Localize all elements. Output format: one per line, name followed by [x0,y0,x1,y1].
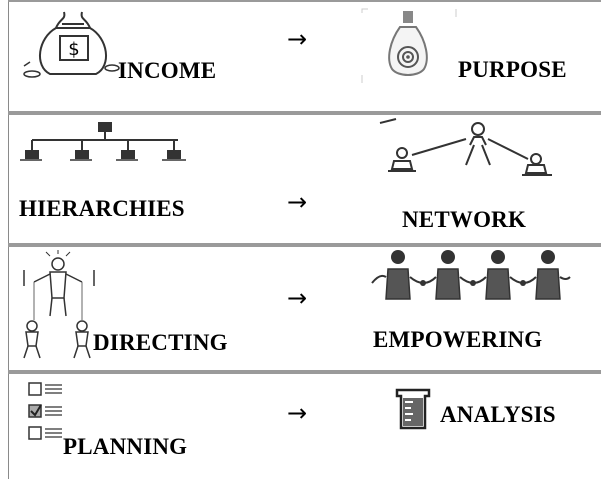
arrow-icon: → [287,188,308,216]
row-divider [8,370,601,374]
planning-label: PLANNING [63,434,188,459]
directing-label: DIRECTING [93,330,228,355]
org-chart-icon [18,120,188,170]
analysis-label: ANALYSIS [440,402,556,427]
holding-hands-icon [370,247,571,312]
network-label: NETWORK [402,207,527,232]
purpose-label: PURPOSE [458,57,567,82]
connected-people-icon [379,115,560,185]
svg-text:$: $ [68,39,79,60]
row-divider [8,0,601,2]
row-divider [8,243,601,247]
puppeteer-icon [20,250,100,367]
checklist-icon [28,381,64,456]
beaker-icon [395,388,431,435]
row-divider [8,111,601,115]
arrow-icon: → [287,25,308,53]
arrow-icon: → [287,284,308,312]
table-left-border [8,0,9,479]
arrow-icon: → [287,399,308,427]
money-bag-icon: $ [20,8,120,88]
hierarchies-label: HIERARCHIES [19,196,185,221]
target-bulb-icon [360,5,460,95]
empowering-label: EMPOWERING [373,327,543,352]
income-label: INCOME [118,58,217,83]
